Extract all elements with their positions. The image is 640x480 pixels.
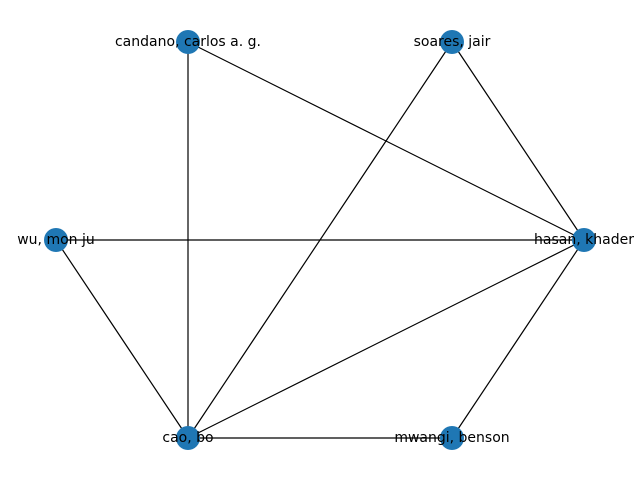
- edges-layer: [55, 41, 585, 439]
- node-wu: [44, 228, 68, 252]
- node-label-wu: wu, mon ju: [17, 232, 95, 248]
- edge-hasan-cao: [187, 239, 585, 439]
- node-mwangi: [440, 426, 464, 450]
- node-soares: [440, 30, 464, 54]
- node-label-candano: candano, carlos a. g.: [115, 34, 261, 50]
- node-label-mwangi: mwangi, benson: [394, 430, 509, 446]
- node-label-hasan: hasan, khader: [534, 232, 634, 248]
- node-hasan: [572, 228, 596, 252]
- edge-wu-cao: [55, 239, 189, 439]
- node-cao: [176, 426, 200, 450]
- node-label-cao: cao, bo: [162, 430, 213, 446]
- nodes-layer: [44, 30, 596, 450]
- edge-soares-hasan: [451, 41, 585, 241]
- node-label-soares: soares, jair: [414, 34, 491, 50]
- node-candano: [176, 30, 200, 54]
- edge-hasan-mwangi: [451, 239, 585, 439]
- labels-layer: candano, carlos a. g. soares, jair wu, mon…: [17, 34, 634, 446]
